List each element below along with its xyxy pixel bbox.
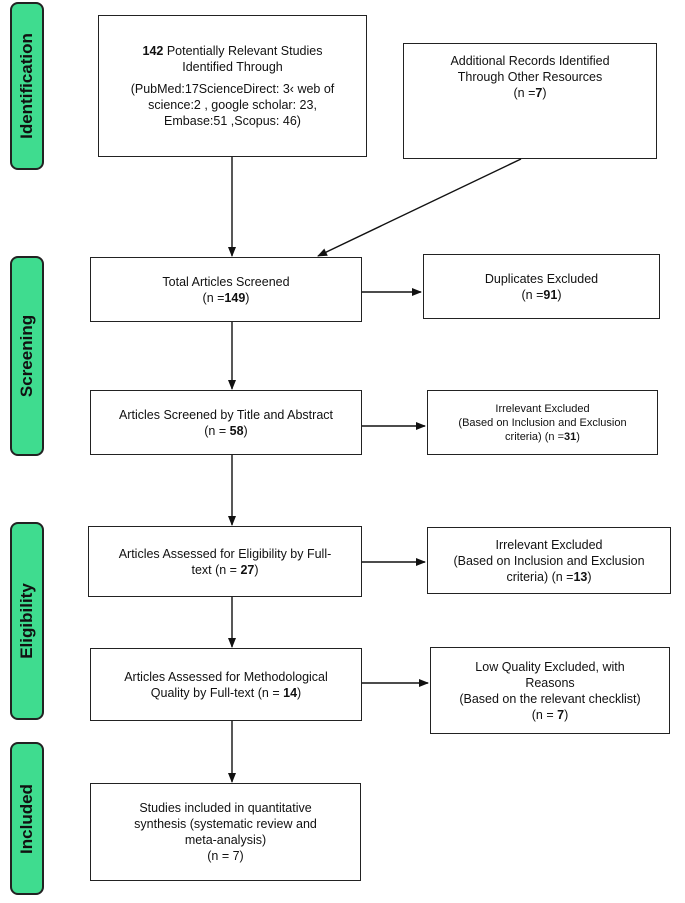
stage-included: Included (10, 742, 44, 895)
screened-count: (n =149) (202, 290, 250, 305)
stage-eligibility: Eligibility (10, 522, 44, 720)
stage-identification-label: Identification (17, 33, 36, 139)
low-quality-count: (n = 7) (531, 707, 569, 722)
irrelevant2-count: criteria) (n =13) (506, 569, 592, 584)
irrelevant1-count: criteria) (n =31) (505, 430, 580, 443)
arrow-additional-to-screened (317, 158, 522, 257)
irrelevant2-line2: (Based on Inclusion and Exclusion (453, 553, 645, 568)
included-line2: synthesis (systematic review and (134, 817, 317, 831)
additional-line1: Additional Records Identified (450, 54, 610, 68)
included-studies-box: Studies included in quantitative synthes… (90, 783, 361, 881)
eligibility-box: Articles Assessed for Eligibility by Ful… (88, 526, 362, 597)
identified-sources-line1: (PubMed:17ScienceDirect: 3‹ web of (130, 82, 335, 96)
included-line3: meta-analysis) (184, 833, 267, 847)
title-abstract-line1: Articles Screened by Title and Abstract (119, 407, 333, 422)
irrelevant1-line2: (Based on Inclusion and Exclusion (458, 416, 627, 429)
included-line1: Studies included in quantitative (139, 801, 312, 815)
stage-eligibility-label: Eligibility (17, 583, 36, 659)
included-count: (n = 7) (207, 849, 244, 863)
duplicates-line1: Duplicates Excluded (484, 271, 599, 286)
identified-studies-box: 142 Potentially Relevant Studies Identif… (98, 15, 367, 157)
screened-line1: Total Articles Screened (162, 274, 290, 289)
irrelevant1-line1: Irrelevant Excluded (495, 402, 590, 415)
identified-sources-line2: science:2 , google scholar: 23, (148, 98, 317, 112)
title-abstract-box: Articles Screened by Title and Abstract … (90, 390, 362, 455)
identified-sources-line3: Embase:51 ,Scopus: 46) (164, 114, 301, 128)
low-quality-line3: (Based on the relevant checklist) (459, 691, 641, 706)
additional-line2: Through Other Resources (457, 70, 603, 84)
low-quality-line2: Reasons (525, 675, 575, 690)
eligibility-line1: Articles Assessed for Eligibility by Ful… (118, 546, 332, 561)
low-quality-line1: Low Quality Excluded, with (475, 659, 625, 674)
low-quality-box: Low Quality Excluded, with Reasons (Base… (430, 647, 670, 734)
stage-identification: Identification (10, 2, 44, 170)
additional-records-box: Additional Records Identified Through Ot… (403, 43, 657, 159)
title-abstract-count: (n = 58) (204, 423, 248, 438)
methodological-box: Articles Assessed for Methodological Qua… (90, 648, 362, 721)
identified-title: 142 Potentially Relevant Studies (142, 44, 323, 58)
methodological-line1: Articles Assessed for Methodological (124, 669, 328, 684)
identified-title-line2: Identified Through (182, 60, 283, 74)
irrelevant-excluded-2-box: Irrelevant Excluded (Based on Inclusion … (427, 527, 671, 594)
stage-included-label: Included (17, 783, 36, 854)
methodological-count: Quality by Full-text (n = 14) (150, 685, 302, 700)
additional-count: (n =7) (513, 86, 547, 100)
duplicates-excluded-box: Duplicates Excluded (n =91) (423, 254, 660, 319)
total-screened-box: Total Articles Screened (n =149) (90, 257, 362, 322)
irrelevant2-line1: Irrelevant Excluded (495, 537, 603, 552)
stage-screening-label: Screening (17, 314, 36, 398)
eligibility-count: text (n = 27) (191, 562, 259, 577)
stage-screening: Screening (10, 256, 44, 456)
duplicates-count: (n =91) (521, 287, 562, 302)
irrelevant-excluded-1-box: Irrelevant Excluded (Based on Inclusion … (427, 390, 658, 455)
